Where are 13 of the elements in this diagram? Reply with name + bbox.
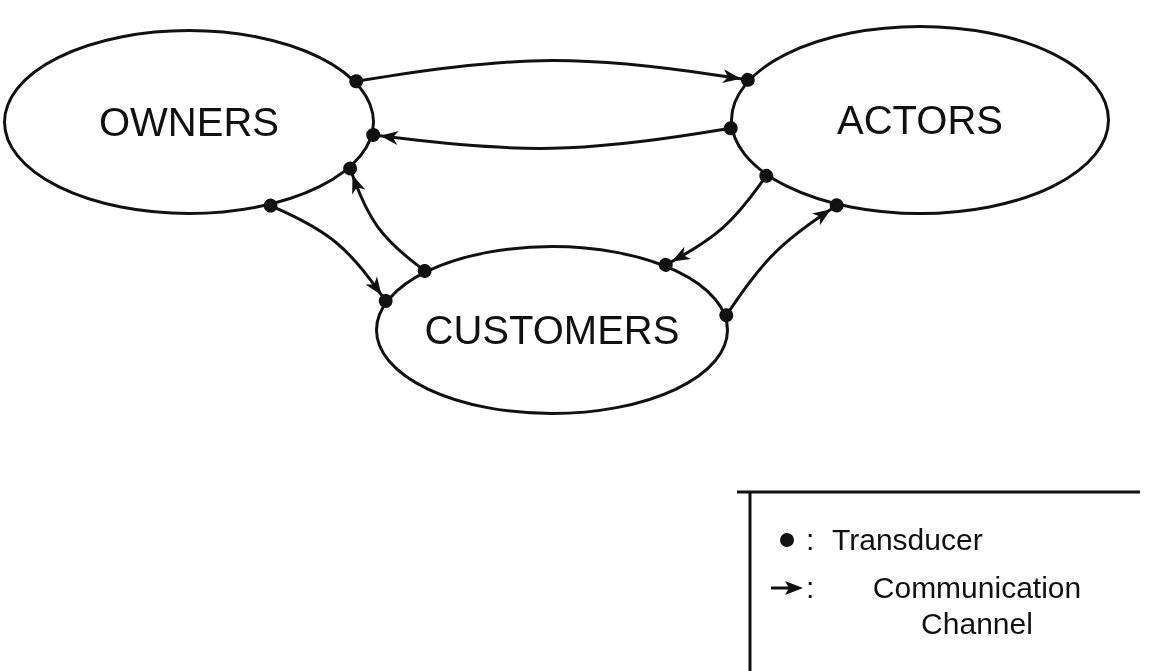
separator-colon: : — [806, 522, 815, 558]
node-label: ACTORS — [836, 97, 1004, 143]
arrow — [263, 198, 393, 308]
legend-label: Communication Channel — [871, 570, 1083, 642]
arrow — [349, 59, 755, 89]
legend-label: Transducer — [832, 522, 983, 558]
node-label: OWNERS — [98, 99, 280, 145]
node-label: CUSTOMERS — [423, 307, 681, 353]
arrow — [366, 121, 738, 150]
separator-colon: : — [806, 570, 815, 606]
arrow — [658, 168, 774, 272]
arrow — [719, 198, 844, 323]
arrow — [343, 161, 432, 278]
